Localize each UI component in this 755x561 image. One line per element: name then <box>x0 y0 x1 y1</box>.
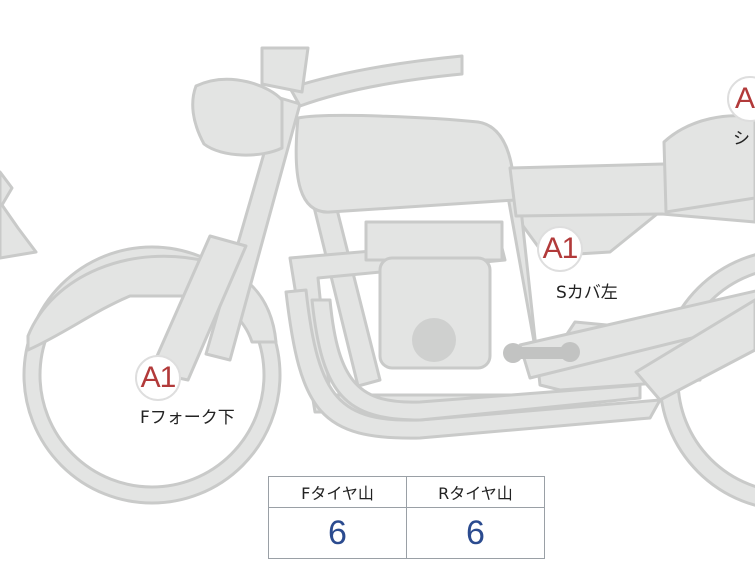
handlebar <box>288 54 464 108</box>
previous-part-fragment <box>0 170 38 260</box>
front-tire-tread-header: Fタイヤ山 <box>268 476 407 508</box>
damage-marker-side-cover[interactable]: A1 <box>537 226 583 272</box>
headlight <box>191 77 284 157</box>
tail-cowl <box>662 114 755 214</box>
engine-head <box>364 220 504 262</box>
mirror <box>260 46 310 94</box>
damage-label-side-cover: Sカバ左 <box>556 283 618 303</box>
engine-cover <box>412 318 456 362</box>
fuel-tank <box>294 113 517 214</box>
rear-tire-tread-header: Rタイヤ山 <box>406 476 545 508</box>
rear-shock <box>634 298 755 402</box>
front-tire-tread-value: 6 <box>268 507 407 559</box>
footpeg-end <box>503 343 523 363</box>
exhaust-pipe <box>284 288 662 440</box>
exhaust-pipe-lower <box>310 298 642 422</box>
footpeg-end-2 <box>560 342 580 362</box>
damage-label-front-fork: Fフォーク下 <box>140 408 235 428</box>
footpeg <box>512 347 570 359</box>
damage-label-seat: シ <box>733 129 750 149</box>
engine-block <box>378 256 492 370</box>
damage-marker-front-fork[interactable]: A1 <box>135 355 181 401</box>
front-fork-tube <box>148 234 248 382</box>
rear-tire-tread-value: 6 <box>406 507 545 559</box>
tire-tread-table: Fタイヤ山 Rタイヤ山 6 6 <box>268 476 545 559</box>
